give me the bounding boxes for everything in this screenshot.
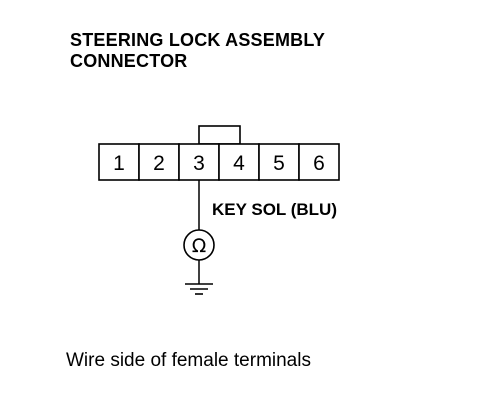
ohm-icon: Ω (192, 235, 207, 257)
connector-pin-cell: 1 (98, 143, 140, 181)
connector-pin-cell: 2 (138, 143, 180, 181)
ohmmeter-symbol: Ω (183, 229, 215, 261)
title-line-2: CONNECTOR (70, 51, 188, 71)
pin-number: 3 (193, 152, 205, 175)
connector-body: 1 2 3 4 5 6 (98, 143, 340, 181)
title-line-1: STEERING LOCK ASSEMBLY (70, 30, 326, 50)
pin-number: 5 (273, 152, 285, 175)
wire-label: KEY SOL (BLU) (212, 200, 337, 219)
diagram-title: STEERING LOCK ASSEMBLY CONNECTOR (70, 30, 325, 72)
pin-number: 2 (153, 152, 165, 175)
pin-number: 1 (113, 152, 125, 175)
connector-pin-cell: 4 (218, 143, 260, 181)
connector-pin-cell: 5 (258, 143, 300, 181)
connector-pin-cell: 6 (298, 143, 340, 181)
connector-pin-cell: 3 (178, 143, 220, 181)
pin-number: 6 (313, 152, 325, 175)
ground-icon (185, 283, 213, 295)
pin-number: 4 (233, 152, 245, 175)
diagram-caption: Wire side of female terminals (66, 350, 311, 371)
connector-lock-tab (198, 125, 241, 145)
